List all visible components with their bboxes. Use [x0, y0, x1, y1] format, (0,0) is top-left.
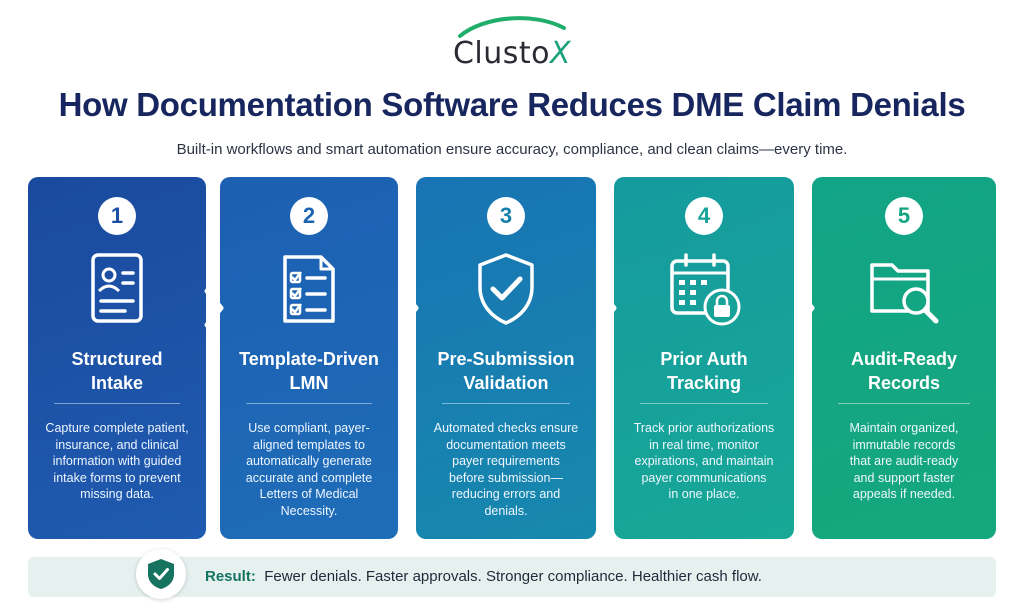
step-number-badge: 3: [487, 197, 525, 235]
chevron-right-icon: [204, 288, 224, 328]
step-number-badge: 5: [885, 197, 923, 235]
id-card-document-icon: [91, 253, 143, 323]
clustox-logo-icon: [458, 16, 566, 38]
chevron-right-icon: [399, 288, 419, 328]
divider: [246, 403, 372, 404]
step-description: Use compliant, payer-aligned templates t…: [245, 421, 373, 518]
page-title: How Documentation Software Reduces DME C…: [58, 86, 966, 123]
chevron-right-icon: [597, 288, 617, 328]
shield-check-icon: [478, 253, 534, 325]
divider: [640, 403, 768, 404]
divider: [442, 403, 570, 404]
step-number-badge: 1: [98, 197, 136, 235]
folder-search-icon: [870, 263, 939, 324]
result-banner: [28, 557, 996, 597]
page-subtitle: Built-in workflows and smart automation …: [176, 141, 848, 158]
divider: [54, 403, 180, 404]
chevron-right-icon: [795, 288, 815, 328]
calendar-lock-icon: [670, 253, 741, 326]
result-statement: Result: Fewer denials. Faster approvals.…: [205, 568, 762, 585]
shield-check-icon: [148, 559, 174, 589]
divider: [838, 403, 970, 404]
step-description: Capture complete patient,insurance, and …: [45, 421, 189, 501]
brand-logo: ClustoX: [0, 14, 1024, 74]
brand-name: ClustoX: [452, 36, 572, 71]
checklist-document-icon: [283, 255, 335, 323]
result-badge: [136, 549, 186, 599]
step-number-badge: 2: [290, 197, 328, 235]
step-number-badge: 4: [685, 197, 723, 235]
